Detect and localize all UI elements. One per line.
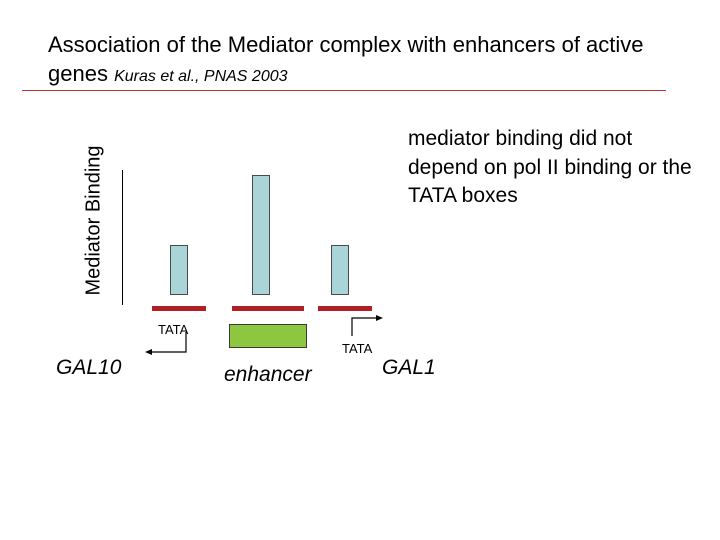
title-citation: Kuras et al., PNAS 2003 xyxy=(114,68,288,85)
left-promoter-arrow-icon xyxy=(145,332,187,355)
gene-label-gal1: GAL1 xyxy=(382,356,436,379)
y-axis-line xyxy=(122,170,123,305)
slide-title: Association of the Mediator complex with… xyxy=(48,30,688,91)
conclusion-note: mediator binding did not depend on pol I… xyxy=(408,127,692,207)
title-main: Association of the Mediator complex with… xyxy=(48,32,644,86)
bar-gal1 xyxy=(331,245,349,295)
bar-enhancer xyxy=(252,175,270,295)
tata-label-right: TATA xyxy=(342,341,373,356)
probe-bar-enhancer xyxy=(232,306,304,311)
bar-gal10 xyxy=(170,245,188,295)
right-promoter-arrow-icon xyxy=(351,315,383,336)
probe-bar-gal10 xyxy=(152,306,206,311)
tata-label-left: TATA xyxy=(158,322,189,337)
gene-label-gal10: GAL10 xyxy=(56,356,122,379)
title-divider xyxy=(22,90,666,91)
enhancer-label: enhancer xyxy=(224,363,312,386)
probe-bar-gal1 xyxy=(318,306,372,311)
enhancer-element xyxy=(229,324,307,348)
